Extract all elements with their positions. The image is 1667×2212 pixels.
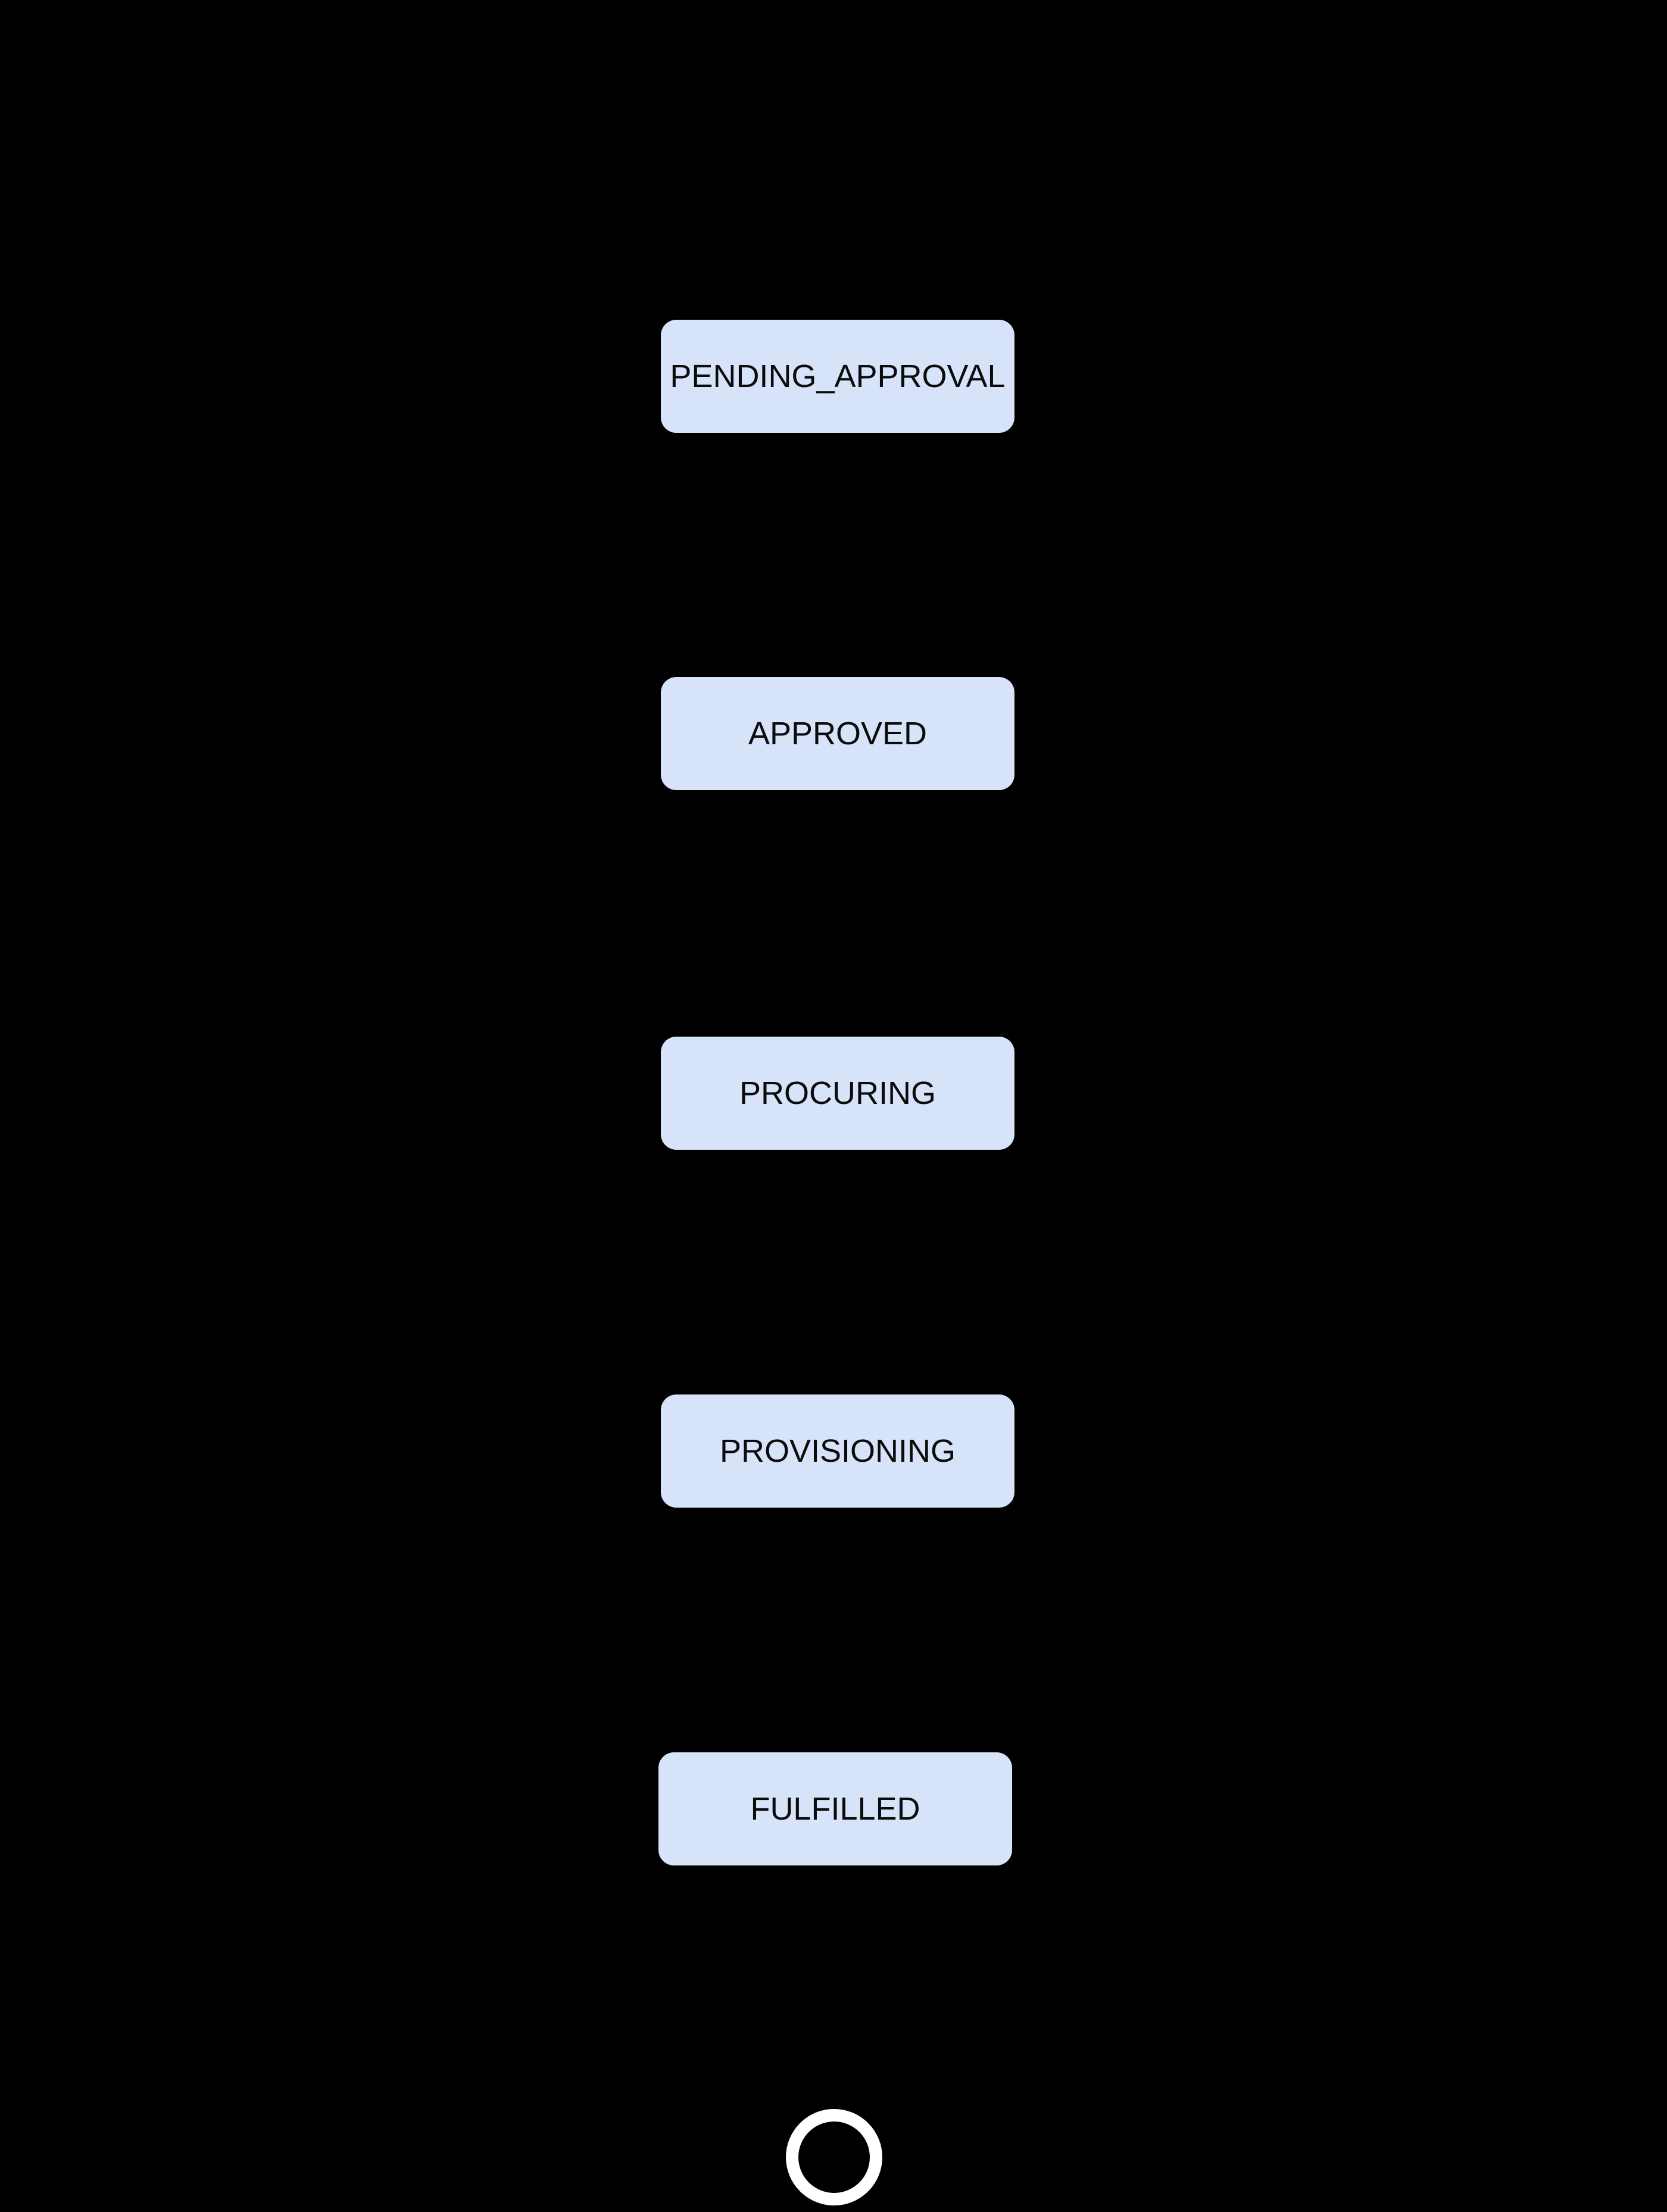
state-label: PROCURING: [739, 1075, 936, 1111]
state-node-provisioning: PROVISIONING: [661, 1394, 1014, 1508]
state-node-procuring: PROCURING: [661, 1037, 1014, 1150]
state-node-fulfilled: FULFILLED: [658, 1752, 1012, 1865]
state-node-pending-approval: PENDING_APPROVAL: [661, 320, 1014, 433]
state-label: PENDING_APPROVAL: [670, 358, 1006, 394]
state-label: PROVISIONING: [719, 1433, 956, 1469]
state-node-approved: APPROVED: [661, 677, 1014, 790]
state-label: APPROVED: [748, 716, 928, 751]
state-label: FULFILLED: [750, 1791, 920, 1827]
final-state-icon: [786, 2109, 882, 2205]
